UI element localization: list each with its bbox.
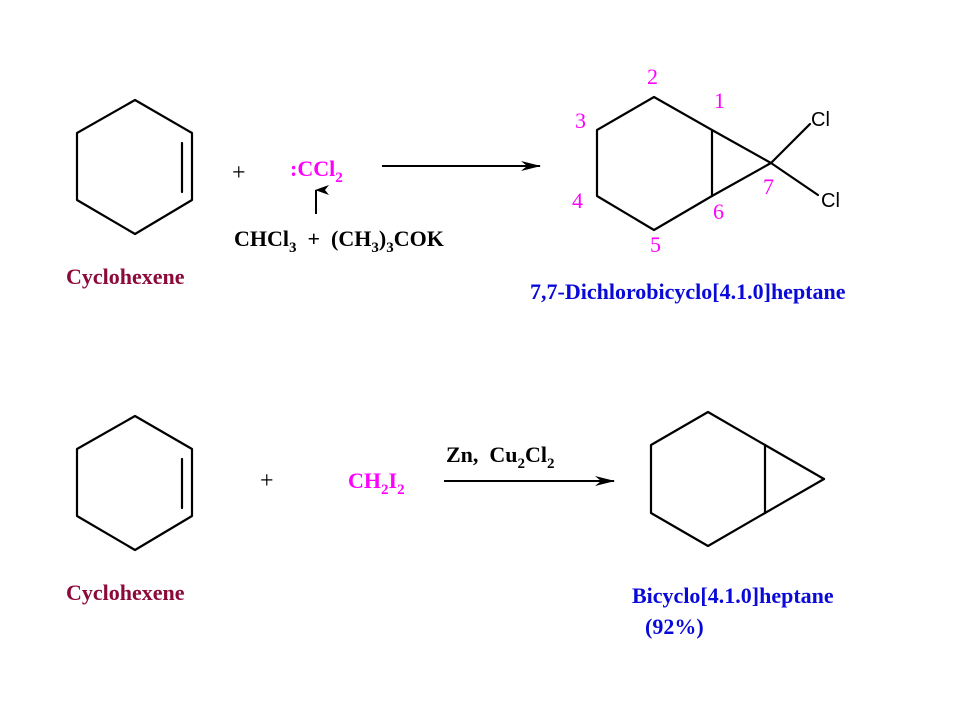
reagent-part: COK (394, 226, 444, 251)
locant-6: 6 (713, 199, 724, 224)
carbene-main: :CCl (290, 156, 335, 181)
reaction-1: Cyclohexene + :CCl2 CHCl3 + (CH3)3COK Cl… (66, 64, 846, 304)
condition-subscript: 2 (518, 456, 526, 472)
plus-sign-1: + (232, 160, 246, 186)
reagent-subscript: 2 (397, 482, 405, 498)
reactant-label-2: Cyclohexene (66, 580, 185, 605)
locant-3: 3 (575, 108, 586, 133)
reagent-part: I (389, 468, 398, 493)
dichlorocarbene-label: :CCl2 (290, 156, 343, 186)
reagent-part: ) (379, 226, 386, 251)
locant-5: 5 (650, 232, 661, 257)
reaction-2: Cyclohexene + CH2I2 Zn, Cu2Cl2 Bicyclo[4… (66, 410, 834, 639)
reagent-subscript: 3 (289, 240, 297, 256)
dichlorobicycloheptane-structure (595, 95, 820, 232)
locant-2: 2 (647, 64, 658, 89)
six-membered-ring (595, 95, 714, 232)
locant-4: 4 (572, 188, 583, 213)
reagent-subscript: 3 (371, 240, 379, 256)
reagent-subscript: 2 (381, 482, 389, 498)
chlorine-label-top: Cl (811, 109, 830, 131)
diiodomethane-label: CH2I2 (348, 468, 405, 498)
reaction-conditions: Zn, Cu2Cl2 (446, 442, 555, 472)
cyclopropane-bond (763, 477, 826, 515)
carbon-chlorine-bond (769, 161, 820, 197)
carbene-reagents: CHCl3 + (CH3)3COK (234, 226, 444, 256)
locant-7: 7 (763, 174, 774, 199)
cyclohexene-ring (75, 98, 194, 236)
condition-part: Cl (525, 442, 547, 467)
cyclopropane-bond (763, 443, 826, 481)
carbon-chlorine-bond (769, 122, 812, 165)
product-label-1: 7,7-Dichlorobicyclo[4.1.0]heptane (530, 279, 846, 304)
six-membered-ring (649, 410, 767, 548)
cyclohexene-structure-2 (75, 414, 194, 552)
reagent-part: + (CH (297, 226, 372, 251)
reagent-part: CHCl (234, 226, 289, 251)
cyclohexene-structure-1 (75, 98, 194, 236)
cyclopropane-bond (710, 161, 773, 198)
yield-label: (92%) (645, 614, 704, 639)
plus-sign-2: + (260, 468, 274, 494)
reactant-label-1: Cyclohexene (66, 264, 185, 289)
product-label-2: Bicyclo[4.1.0]heptane (632, 583, 834, 608)
locant-1: 1 (714, 88, 725, 113)
reagent-subscript: 3 (386, 240, 394, 256)
reagent-part: CH (348, 468, 381, 493)
cyclopropane-bond (710, 128, 773, 165)
carbene-subscript: 2 (335, 170, 343, 186)
chlorine-label-bottom: Cl (821, 190, 840, 212)
bicycloheptane-structure (649, 410, 826, 548)
condition-subscript: 2 (547, 456, 555, 472)
cyclohexene-ring (75, 414, 194, 552)
condition-part: Zn, Cu (446, 442, 518, 467)
